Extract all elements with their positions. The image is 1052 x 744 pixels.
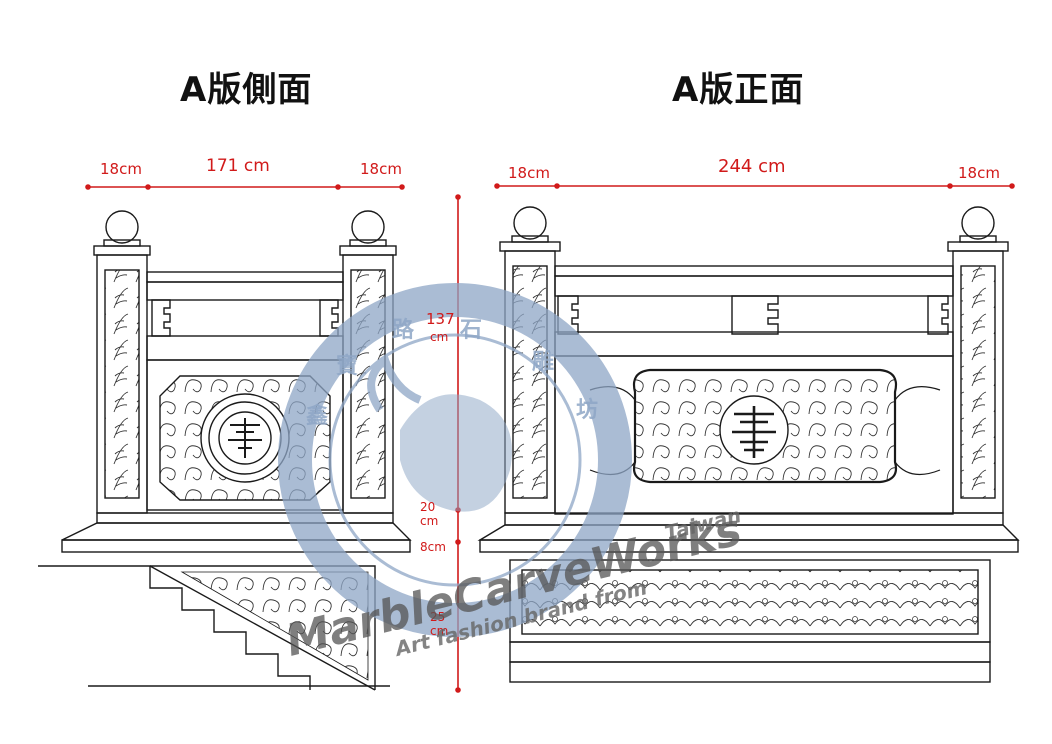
watermark-seal (278, 283, 632, 637)
watermark-char-5: 雕 (532, 350, 555, 375)
front-finial-left (499, 206, 561, 252)
watermark-char-4: 石 (460, 318, 483, 343)
side-dim-span: 171 cm (206, 156, 270, 176)
watermark-char-3: 路 (392, 318, 415, 343)
watermark-char-6: 坊 (576, 398, 599, 423)
front-dim-left-post: 18cm (508, 164, 550, 182)
side-view-drawing (38, 210, 412, 691)
watermark-char-1: 鑫 (306, 404, 329, 429)
side-staircase (38, 565, 311, 690)
side-dim-right-post: 18cm (360, 160, 402, 178)
side-finial-left (93, 210, 151, 256)
lower-height-value: 25 (430, 610, 446, 624)
watermark-char-2: 寶 (336, 354, 359, 379)
base-height-unit: cm (420, 514, 439, 528)
plinth-height: 8cm (420, 540, 446, 554)
base-height-value: 20 (420, 500, 436, 514)
front-finial-right (947, 206, 1009, 252)
front-dim-right-post: 18cm (958, 164, 1000, 182)
dimension-lines (85, 183, 1015, 693)
front-view-title: A版正面 (672, 70, 805, 110)
total-height-value: 137 (426, 310, 455, 328)
front-dim-span: 244 cm (718, 156, 786, 177)
total-height-unit: cm (430, 330, 449, 344)
side-view-title: A版側面 (180, 70, 313, 110)
lower-height-unit: cm (430, 624, 449, 638)
side-finial-right (339, 210, 397, 256)
side-dim-left-post: 18cm (100, 160, 142, 178)
